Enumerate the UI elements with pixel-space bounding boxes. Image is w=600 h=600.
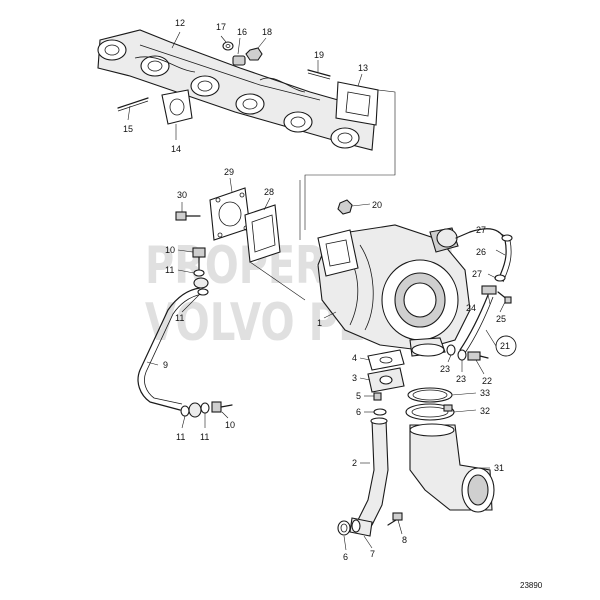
oil-return-pipe-21: [459, 294, 494, 354]
drain-pipe-2: [357, 417, 389, 529]
callout-4: 4: [352, 353, 357, 363]
flange-3: [367, 367, 405, 393]
callout-32: 32: [480, 406, 490, 416]
washer-11a: [193, 269, 205, 277]
callout-11-lower-left: 11: [176, 432, 185, 442]
callout-11-mid: 11: [175, 313, 184, 323]
oring-6b: [337, 520, 351, 536]
callout-28: 28: [264, 187, 274, 197]
exhaust-manifold: [97, 29, 376, 151]
callout-29: 29: [224, 167, 234, 177]
washer-23b: [457, 349, 467, 361]
exhaust-elbow-31: [409, 423, 495, 513]
callout-2: 2: [352, 458, 357, 468]
callout-8: 8: [402, 535, 407, 545]
washer-11d: [200, 402, 210, 414]
bolt-5: [373, 392, 382, 401]
callout-23-left: 23: [440, 364, 450, 374]
callout-13: 13: [358, 63, 368, 73]
callout-11-upper: 11: [165, 265, 174, 275]
stud-19: [307, 69, 331, 80]
callout-19: 19: [314, 50, 324, 60]
washer-11c: [180, 405, 190, 417]
banjo-bolt-10a: [192, 247, 206, 273]
callout-30: 30: [177, 190, 187, 200]
callout-6-lower: 6: [343, 552, 348, 562]
callout-labels: 12 17 16 18 19 13 15 14 30 29 28 20 27 2…: [123, 18, 510, 562]
gasket-28: [244, 204, 281, 263]
callout-12: 12: [175, 18, 185, 28]
callout-18: 18: [262, 27, 272, 37]
drawing-number: 23890: [520, 581, 543, 590]
washer-11b: [197, 288, 209, 296]
fitting-7: [349, 517, 373, 537]
callout-1: 1: [317, 318, 322, 328]
callout-24: 24: [466, 303, 476, 313]
flange-plate-29: [209, 187, 251, 241]
callout-7: 7: [370, 549, 375, 559]
turbocharger: [317, 224, 471, 357]
callout-21: 21: [500, 341, 510, 351]
callout-22: 22: [482, 376, 492, 386]
gasket-4: [367, 349, 405, 371]
manifold-gasket: [161, 89, 193, 125]
callout-3: 3: [352, 373, 357, 383]
spacer-sleeve: [232, 55, 246, 66]
banjo-fitting-lower: [188, 402, 202, 418]
nut-20: [337, 199, 353, 215]
oil-feed-pipe-9: [137, 287, 204, 411]
callout-5: 5: [356, 391, 361, 401]
banjo-bolt-10b: [211, 401, 233, 413]
callout-11-lower-right: 11: [200, 432, 209, 442]
banjo-bolt-22: [467, 351, 489, 361]
washer-17: [222, 41, 234, 51]
callout-27-lower: 27: [472, 269, 482, 279]
callout-31: 31: [494, 463, 504, 473]
bolt-25: [497, 291, 512, 304]
fitting-24: [481, 285, 497, 295]
callout-6-upper: 6: [356, 407, 361, 417]
callout-14: 14: [171, 144, 181, 154]
banjo-fitting: [193, 277, 209, 289]
bolt-8: [387, 512, 403, 526]
callout-10-lower: 10: [225, 420, 235, 430]
clamp-27b: [494, 274, 506, 282]
oring-6a: [373, 408, 387, 416]
callout-16: 16: [237, 27, 247, 37]
washer-23a: [446, 344, 456, 356]
callout-17: 17: [216, 22, 226, 32]
flange-gasket: [335, 81, 379, 126]
nut-18: [245, 47, 263, 61]
callout-33: 33: [480, 388, 490, 398]
stud: [117, 97, 149, 112]
callout-25: 25: [496, 314, 506, 324]
callout-9: 9: [163, 360, 168, 370]
callout-15: 15: [123, 124, 133, 134]
clamp-27a: [501, 234, 513, 242]
leader-lines: [127, 31, 506, 551]
callout-26: 26: [476, 247, 486, 257]
callout-27-upper: 27: [476, 225, 486, 235]
bolt-30: [175, 211, 201, 221]
callout-20: 20: [372, 200, 382, 210]
callout-23-right: 23: [456, 374, 466, 384]
v-band-ring-33: [407, 387, 453, 403]
callout-10-upper: 10: [165, 245, 175, 255]
v-band-clamp-32: [405, 403, 455, 421]
